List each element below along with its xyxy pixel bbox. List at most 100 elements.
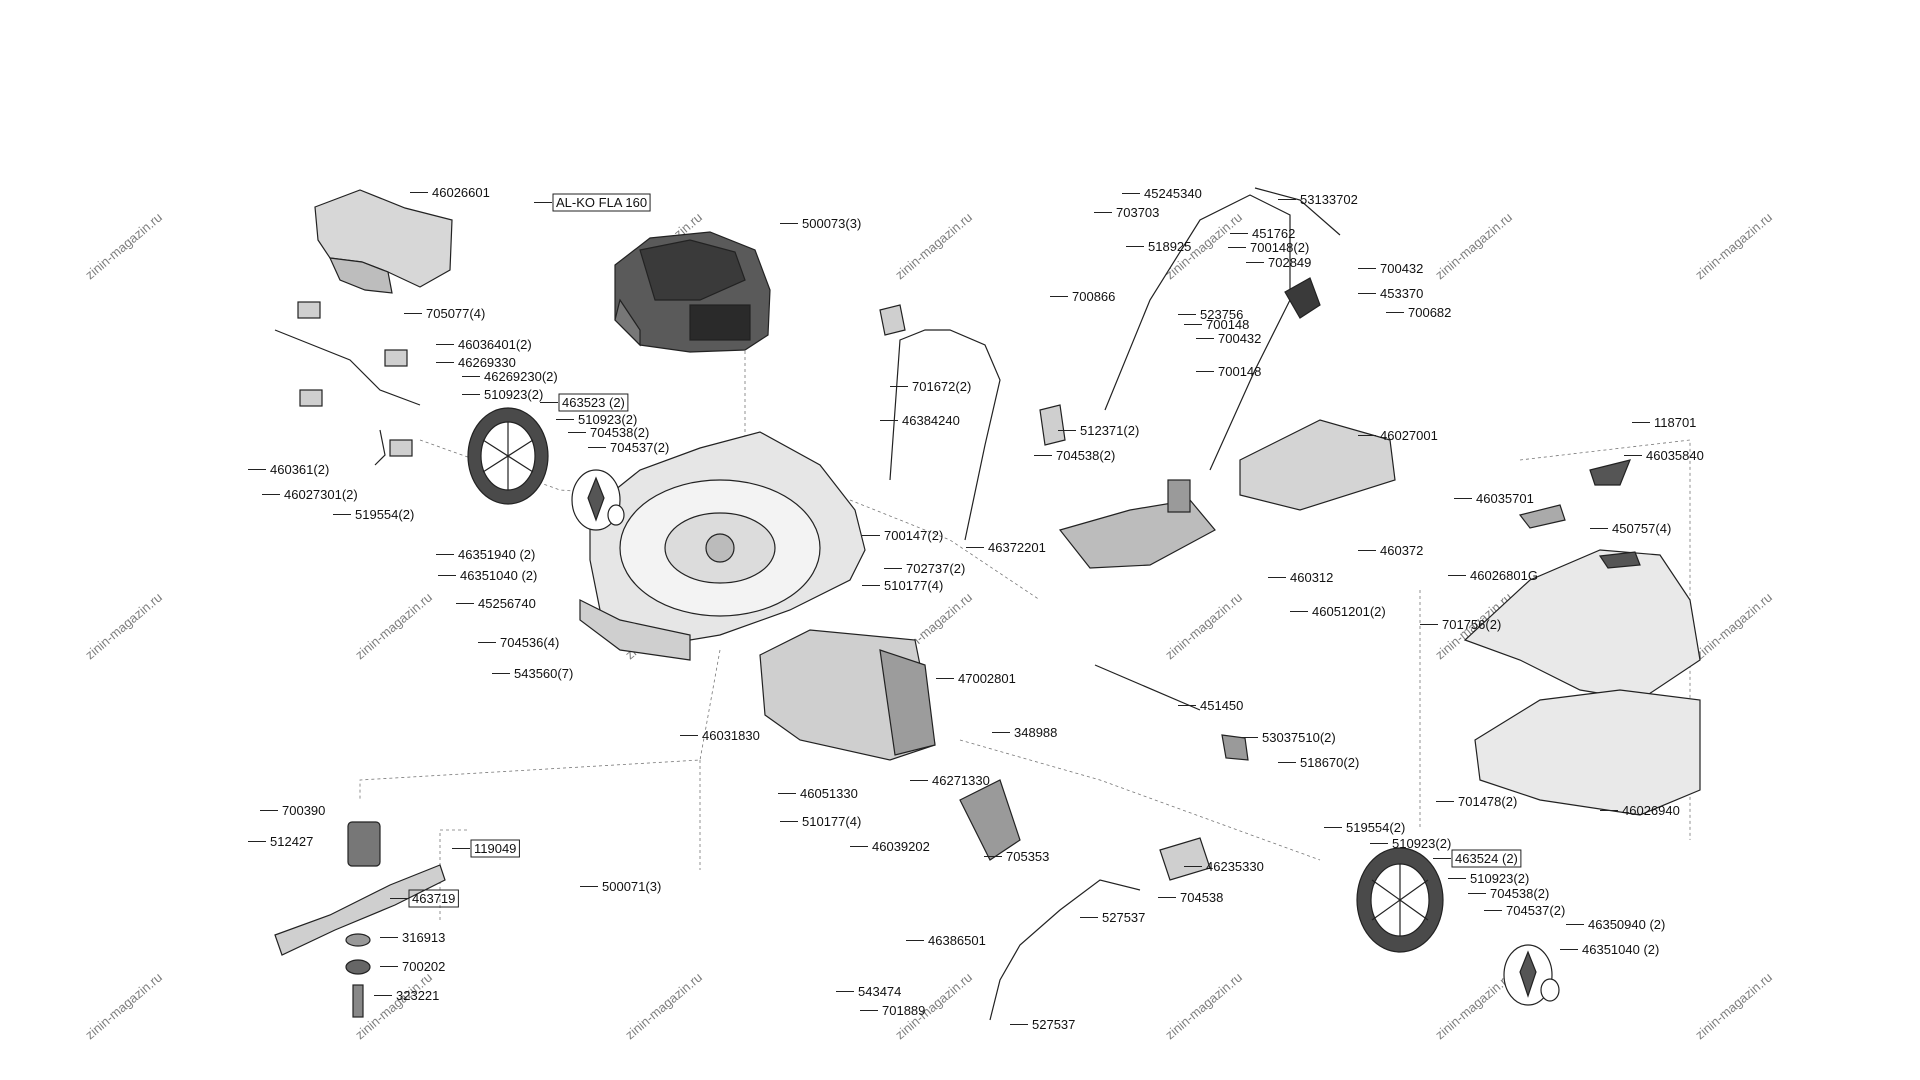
- part-number-label-705353: 705353: [984, 849, 1049, 864]
- part-number-label-46271330: 46271330: [910, 773, 990, 788]
- part-number-label-700148a: 700148(2): [1228, 240, 1309, 255]
- part-number-label-702849: 702849: [1246, 255, 1311, 270]
- part-number-label-323221: 323221: [374, 988, 439, 1003]
- part-number-text: 700432: [1218, 331, 1261, 346]
- part-number-text: 46035701: [1476, 491, 1534, 506]
- rear-wheel-left-463523: [467, 407, 549, 505]
- rear-wheel-right-463524: [1356, 847, 1444, 953]
- part-number-text: 46269230(2): [484, 369, 558, 384]
- part-number-text: 702849: [1268, 255, 1311, 270]
- part-number-label-510923d: 510923(2): [1448, 871, 1529, 886]
- part-number-box: [558, 393, 629, 412]
- part-number-label-alko: AL-KO FLA 160: [534, 193, 651, 212]
- part-number-box: [552, 193, 651, 212]
- part-number-text: 543560(7): [514, 666, 573, 681]
- watermark-text: zinin-magazin.ru: [82, 970, 165, 1043]
- part-number-text: 460372: [1380, 543, 1423, 558]
- part-number-text: 46026601: [432, 185, 490, 200]
- part-number-text: 527537: [1102, 910, 1145, 925]
- part-number-text: 46031830: [702, 728, 760, 743]
- part-number-text: 450757(4): [1612, 521, 1671, 536]
- adjust-lever-46386501: [959, 779, 1211, 1021]
- part-number-text: 46026801G: [1470, 568, 1538, 583]
- watermark-text: zinin-magazin.ru: [1432, 210, 1515, 283]
- part-number-label-700148b: 700148: [1184, 317, 1249, 332]
- part-number-text: 46350940 (2): [1588, 917, 1665, 932]
- part-number-text: 348988: [1014, 725, 1057, 740]
- part-number-label-701478: 701478(2): [1436, 794, 1517, 809]
- watermark-text: zinin-magazin.ru: [1692, 970, 1775, 1043]
- part-number-text: 46271330: [932, 773, 990, 788]
- part-number-label-510923b: 510923(2): [556, 412, 637, 427]
- watermark-text: zinin-magazin.ru: [1162, 590, 1245, 663]
- part-number-label-47002801: 47002801: [936, 671, 1016, 686]
- part-number-label-704536: 704536(4): [478, 635, 559, 650]
- part-number-text: 510923(2): [578, 412, 637, 427]
- part-number-text: 700148: [1218, 364, 1261, 379]
- part-number-text: 46386501: [928, 933, 986, 948]
- part-number-text: 46027001: [1380, 428, 1438, 443]
- part-number-label-700432a: 700432: [1358, 261, 1423, 276]
- grass-deflector-46026601: [314, 189, 453, 294]
- watermark-text: zinin-magazin.ru: [892, 210, 975, 283]
- part-number-label-46027001: 46027001: [1358, 428, 1438, 443]
- part-number-text: 119049: [474, 841, 516, 856]
- part-number-label-527537a: 527537: [1080, 910, 1145, 925]
- part-number-label-702737: 702737(2): [884, 561, 965, 576]
- part-number-label-46235330: 46235330: [1184, 859, 1264, 874]
- part-number-text: 46026940: [1622, 803, 1680, 818]
- grass-bag-cover-pieces: [1518, 459, 1631, 529]
- part-number-text: 701756(2): [1442, 617, 1501, 632]
- part-number-label-460312: 460312: [1268, 570, 1333, 585]
- mulch-kit-47002801: [759, 629, 936, 761]
- part-number-text: 47002801: [958, 671, 1016, 686]
- part-number-text: 519554(2): [355, 507, 414, 522]
- chute-46372201: [1058, 479, 1216, 569]
- deck-housing-45256740: [579, 431, 866, 661]
- part-number-text: 451450: [1200, 698, 1243, 713]
- part-number-label-704538b: 704538: [1158, 890, 1223, 905]
- part-number-label-700148c: 700148: [1196, 364, 1261, 379]
- part-number-box: [470, 839, 520, 858]
- part-number-label-46036401: 46036401(2): [436, 337, 532, 352]
- part-number-label-348988: 348988: [992, 725, 1057, 740]
- part-number-label-46351940a: 46351940 (2): [436, 547, 535, 562]
- part-number-label-519554b: 519554(2): [1324, 820, 1405, 835]
- watermark-text: zinin-magazin.ru: [1432, 970, 1515, 1043]
- part-number-label-46026601: 46026601: [410, 185, 490, 200]
- part-number-label-510923a: 510923(2): [462, 387, 543, 402]
- part-number-label-701889: 701889: [860, 1003, 925, 1018]
- part-number-label-703703: 703703: [1094, 205, 1159, 220]
- part-number-label-527537b: 527537: [1010, 1017, 1075, 1032]
- part-number-label-543560: 543560(7): [492, 666, 573, 681]
- part-number-label-510177a: 510177(4): [862, 578, 943, 593]
- part-number-label-46026801G: 46026801G: [1448, 568, 1538, 583]
- part-number-label-700202: 700202: [380, 959, 445, 974]
- part-number-text: 316913: [402, 930, 445, 945]
- part-number-label-450757: 450757(4): [1590, 521, 1671, 536]
- part-number-text: 46351040 (2): [1582, 942, 1659, 957]
- watermark-text: zinin-magazin.ru: [1162, 970, 1245, 1043]
- part-number-label-316913: 316913: [380, 930, 445, 945]
- part-number-label-460361: 460361(2): [248, 462, 329, 477]
- part-number-label-500073: 500073(3): [780, 216, 861, 231]
- part-number-label-53037510: 53037510(2): [1240, 730, 1336, 745]
- part-number-label-523756: 523756: [1178, 307, 1243, 322]
- part-number-label-704537b: 704537(2): [1484, 903, 1565, 918]
- part-number-label-510177b: 510177(4): [780, 814, 861, 829]
- part-number-label-46384240: 46384240: [880, 413, 960, 428]
- part-number-label-46051330: 46051330: [778, 786, 858, 801]
- part-number-label-518925: 518925: [1126, 239, 1191, 254]
- part-number-text: 700682: [1408, 305, 1451, 320]
- part-number-label-46035840: 46035840: [1624, 448, 1704, 463]
- part-number-text: 518925: [1148, 239, 1191, 254]
- part-number-label-46269330: 46269330: [436, 355, 516, 370]
- part-number-text: 53037510(2): [1262, 730, 1336, 745]
- part-number-text: 46372201: [988, 540, 1046, 555]
- part-number-label-700866: 700866: [1050, 289, 1115, 304]
- part-number-box: [408, 889, 459, 908]
- watermark-text: zinin-magazin.ru: [82, 210, 165, 283]
- part-number-label-463524: 463524 (2): [1433, 849, 1522, 868]
- part-number-label-518670: 518670(2): [1278, 755, 1359, 770]
- part-number-label-453370: 453370: [1358, 286, 1423, 301]
